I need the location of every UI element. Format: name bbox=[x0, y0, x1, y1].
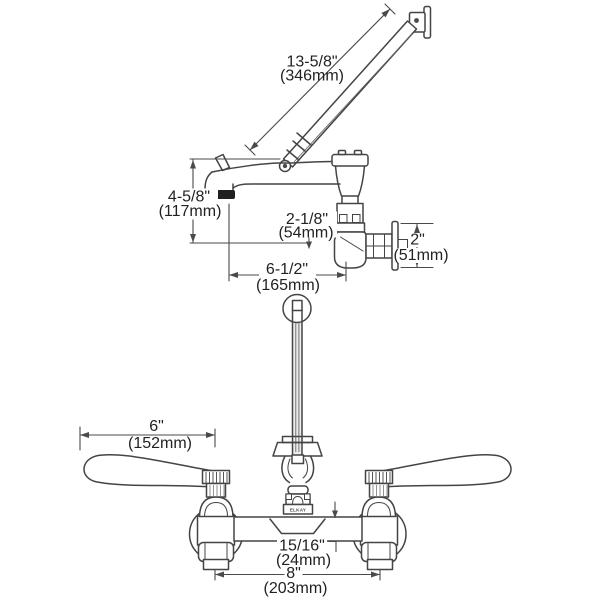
dim-outlet-to-center-inches: 15/16" bbox=[279, 538, 325, 555]
spout-hook-outer bbox=[281, 455, 315, 484]
escutcheon-cap bbox=[272, 441, 323, 457]
body-collar bbox=[334, 222, 366, 233]
dim-inlet-height-mm: (51mm) bbox=[393, 247, 448, 264]
left-flange-facets bbox=[204, 543, 228, 562]
dim-outlet-offset-inches: 2-1/8" bbox=[286, 211, 328, 228]
swivel-joint-bars bbox=[286, 132, 312, 161]
left-mount-foot bbox=[202, 558, 230, 571]
spout-downturn bbox=[204, 171, 234, 191]
dim-faucet-height: 4-5/8" (117mm) bbox=[159, 158, 281, 244]
spout-top-edge bbox=[211, 160, 335, 173]
dim-faucet-height-mm: (117mm) bbox=[159, 203, 222, 220]
spray-wand-tube bbox=[282, 20, 418, 168]
dim-faucet-centers-inches: 8" bbox=[286, 565, 301, 582]
spout-base-band bbox=[282, 503, 314, 515]
dim-outlet-to-center: 15/16" (24mm) bbox=[276, 501, 338, 569]
right-flange-nut bbox=[360, 541, 398, 563]
supply-elbow bbox=[333, 231, 367, 269]
spray-wand-inner-line bbox=[293, 33, 413, 163]
spout-collar-bead bbox=[287, 485, 309, 495]
dim-handle-length-mm: (152mm) bbox=[128, 435, 192, 452]
spout-bottom-edge bbox=[232, 183, 341, 189]
right-mount-foot bbox=[366, 558, 394, 571]
right-bonnet-inner bbox=[367, 501, 391, 517]
dim-faucet-centers: 8" (203mm) bbox=[214, 565, 381, 597]
collar-ear-right bbox=[304, 493, 311, 500]
dim-faucet-height-inches: 4-5/8" bbox=[168, 189, 210, 206]
dim-spray-length-mm: (346mm) bbox=[280, 68, 344, 85]
faucet-front-view: ELKAY 6" (152mm) 15/16" (24mm) bbox=[79, 293, 512, 597]
dim-inlet-height-inches: 2" bbox=[410, 232, 425, 249]
faucet-side-view: 4-5/8" (117mm) 2-1/8" (54mm) 6-1/2" (165… bbox=[159, 149, 449, 294]
spout-hook-inner bbox=[287, 458, 309, 479]
rod-end-fitting bbox=[291, 454, 305, 465]
dim-outlet-to-center-mm: (24mm) bbox=[276, 552, 331, 569]
cap-screw-left bbox=[337, 149, 347, 156]
rod-top-section bbox=[291, 309, 303, 323]
right-valve-body bbox=[359, 515, 399, 546]
spout-boss-outline bbox=[269, 518, 326, 535]
dim-handle-length: 6" (152mm) bbox=[79, 418, 216, 452]
spray-rod-fill bbox=[292, 310, 302, 455]
dim-spout-reach-inches: 6-1/2" bbox=[266, 261, 308, 278]
spout-pivot-dot bbox=[282, 163, 288, 169]
right-flange-facets bbox=[367, 543, 391, 562]
dim-extension-lines bbox=[228, 203, 347, 282]
cap-screw-right bbox=[353, 149, 363, 156]
dim-spout-reach: 6-1/2" (165mm) bbox=[228, 203, 347, 294]
dim-spray-length: 13-5/8" (346mm) bbox=[244, 3, 396, 156]
dim-spout-reach-mm: (165mm) bbox=[256, 277, 320, 294]
leader-bracket bbox=[328, 540, 337, 553]
bracket-pivot-dot bbox=[414, 18, 419, 23]
wall-hook-peg bbox=[291, 299, 303, 312]
dim-line bbox=[249, 8, 391, 151]
spray-rod bbox=[291, 309, 303, 456]
spray-wand-view: 13-5/8" (346mm) bbox=[244, 3, 432, 173]
dim-inlet-height: 2" (51mm) bbox=[393, 222, 449, 269]
left-bonnet-inner bbox=[204, 501, 228, 517]
coupling-nut-facets bbox=[365, 233, 393, 259]
left-stem-lower bbox=[205, 482, 227, 498]
brand-label: ELKAY bbox=[290, 507, 306, 512]
bonnet-window-left bbox=[339, 214, 348, 223]
left-valve-body bbox=[196, 515, 236, 546]
collar-inner-arc bbox=[292, 495, 304, 505]
manifold-body bbox=[233, 516, 363, 542]
bonnet-window-right bbox=[352, 214, 361, 223]
dim-handle-length-inches: 6" bbox=[149, 418, 164, 435]
diverter-tab bbox=[214, 153, 231, 172]
dim-outlet-offset-mm: (54mm) bbox=[278, 225, 333, 242]
body-cap bbox=[331, 153, 369, 167]
dim-extension-lines bbox=[79, 426, 216, 451]
spray-rod-inner-lines bbox=[295, 314, 300, 452]
left-wristblade-handle bbox=[83, 453, 217, 489]
body-taper bbox=[334, 165, 366, 205]
elbow-chamfer-line bbox=[340, 236, 364, 252]
right-stem-lower bbox=[368, 482, 390, 498]
left-flange-nut bbox=[197, 541, 235, 563]
dim-faucet-centers-mm: (203mm) bbox=[263, 580, 327, 597]
collar-ear-left bbox=[285, 493, 292, 500]
right-wristblade-handle bbox=[378, 453, 512, 489]
dim-spray-length-inches: 13-5/8" bbox=[286, 54, 337, 71]
dim-outlet-offset: 2-1/8" (54mm) bbox=[189, 211, 337, 249]
